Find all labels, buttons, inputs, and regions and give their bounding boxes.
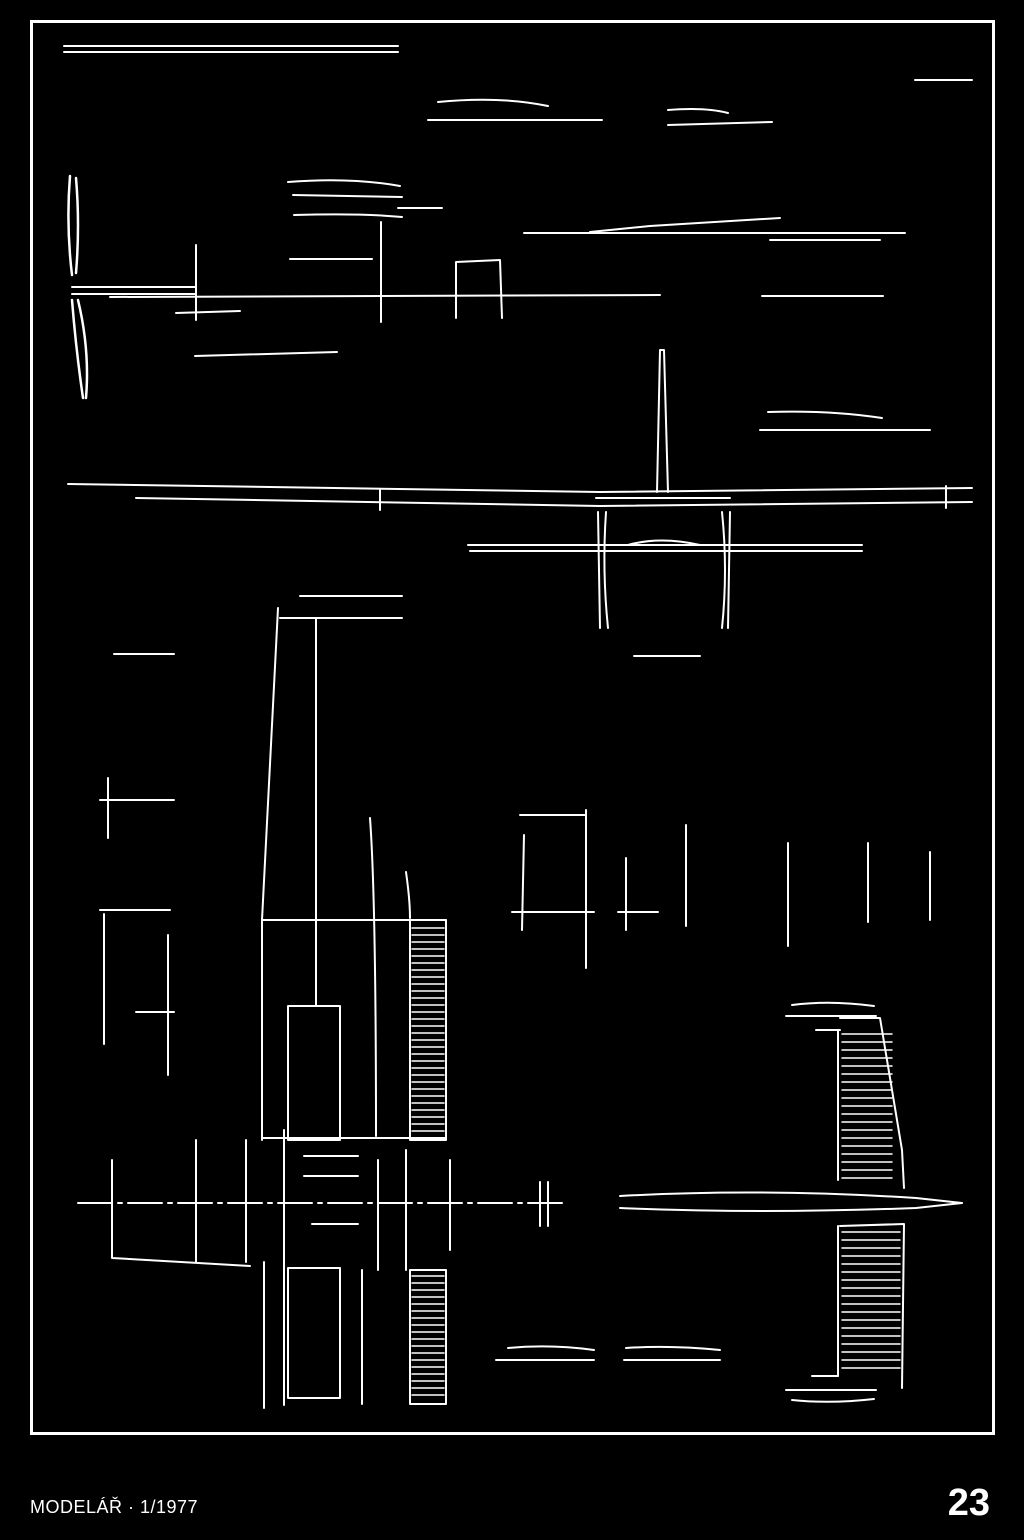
stabilizer-plan-view xyxy=(619,1001,963,1403)
scale-bar xyxy=(63,45,399,53)
drawing-frame xyxy=(30,20,995,1435)
wing-rib-hatching xyxy=(411,927,445,1396)
page-number: 23 xyxy=(947,1482,990,1524)
publication-label: MODELÁŘ · 1/1977 xyxy=(30,1497,199,1517)
detail-sketches-right xyxy=(511,809,931,969)
fuselage-side-view xyxy=(71,217,906,323)
propeller-side-view xyxy=(67,174,89,400)
bottom-airfoil-sections xyxy=(495,1345,721,1361)
wing-plan-view xyxy=(111,595,549,1409)
detail-sketches-left xyxy=(99,653,175,1076)
front-view xyxy=(67,349,973,657)
airfoil-sections xyxy=(194,98,931,431)
stabilizer-rib-hatching xyxy=(841,1033,901,1369)
